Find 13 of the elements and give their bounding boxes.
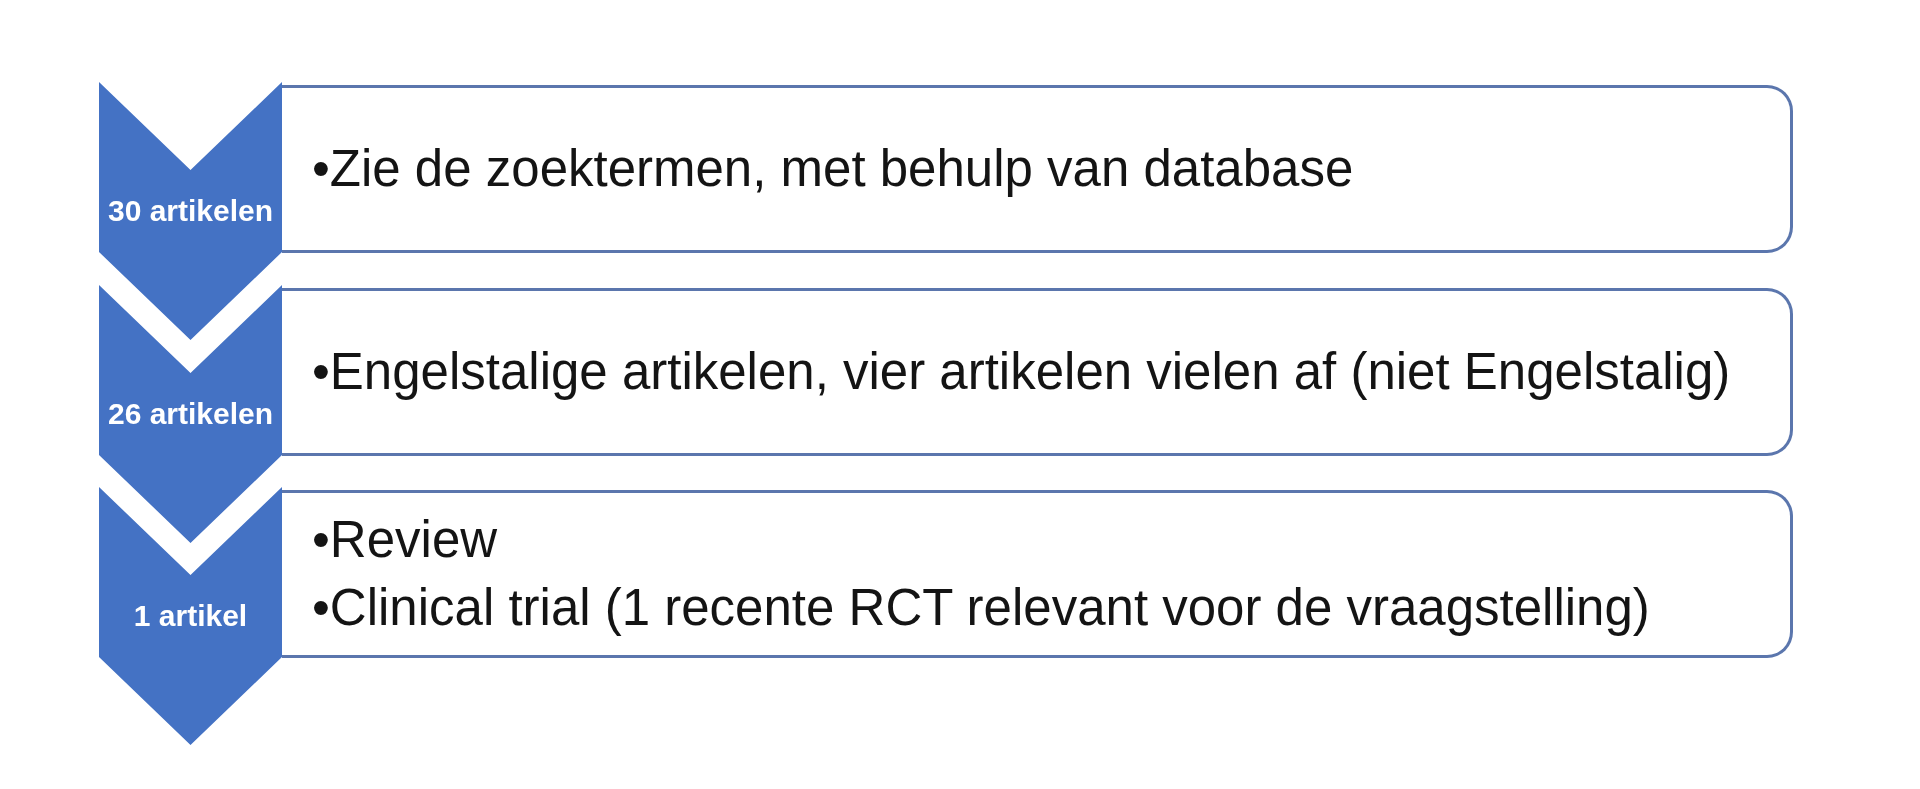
text-panel bbox=[282, 85, 1793, 253]
bullet-text: •Clinical trial (1 recente RCT relevant voor de vraagstelling) bbox=[312, 578, 1650, 638]
text-panel bbox=[282, 490, 1793, 658]
text-panel bbox=[282, 288, 1793, 456]
chevron-band bbox=[99, 487, 282, 745]
step-count-label: 1 artikel bbox=[133, 598, 248, 634]
bullet-text: •Zie de zoektermen, met behulp van database bbox=[312, 139, 1354, 199]
chevron-band bbox=[99, 82, 282, 340]
step-count-label: 26 artikelen bbox=[107, 396, 274, 432]
bullet-text: •Engelstalige artikelen, vier artikelen vielen af (niet Engelstalig) bbox=[312, 342, 1731, 402]
step-count-label: 30 artikelen bbox=[107, 193, 274, 229]
chevron-band bbox=[99, 285, 282, 543]
bullet-text: •Review bbox=[312, 510, 498, 570]
